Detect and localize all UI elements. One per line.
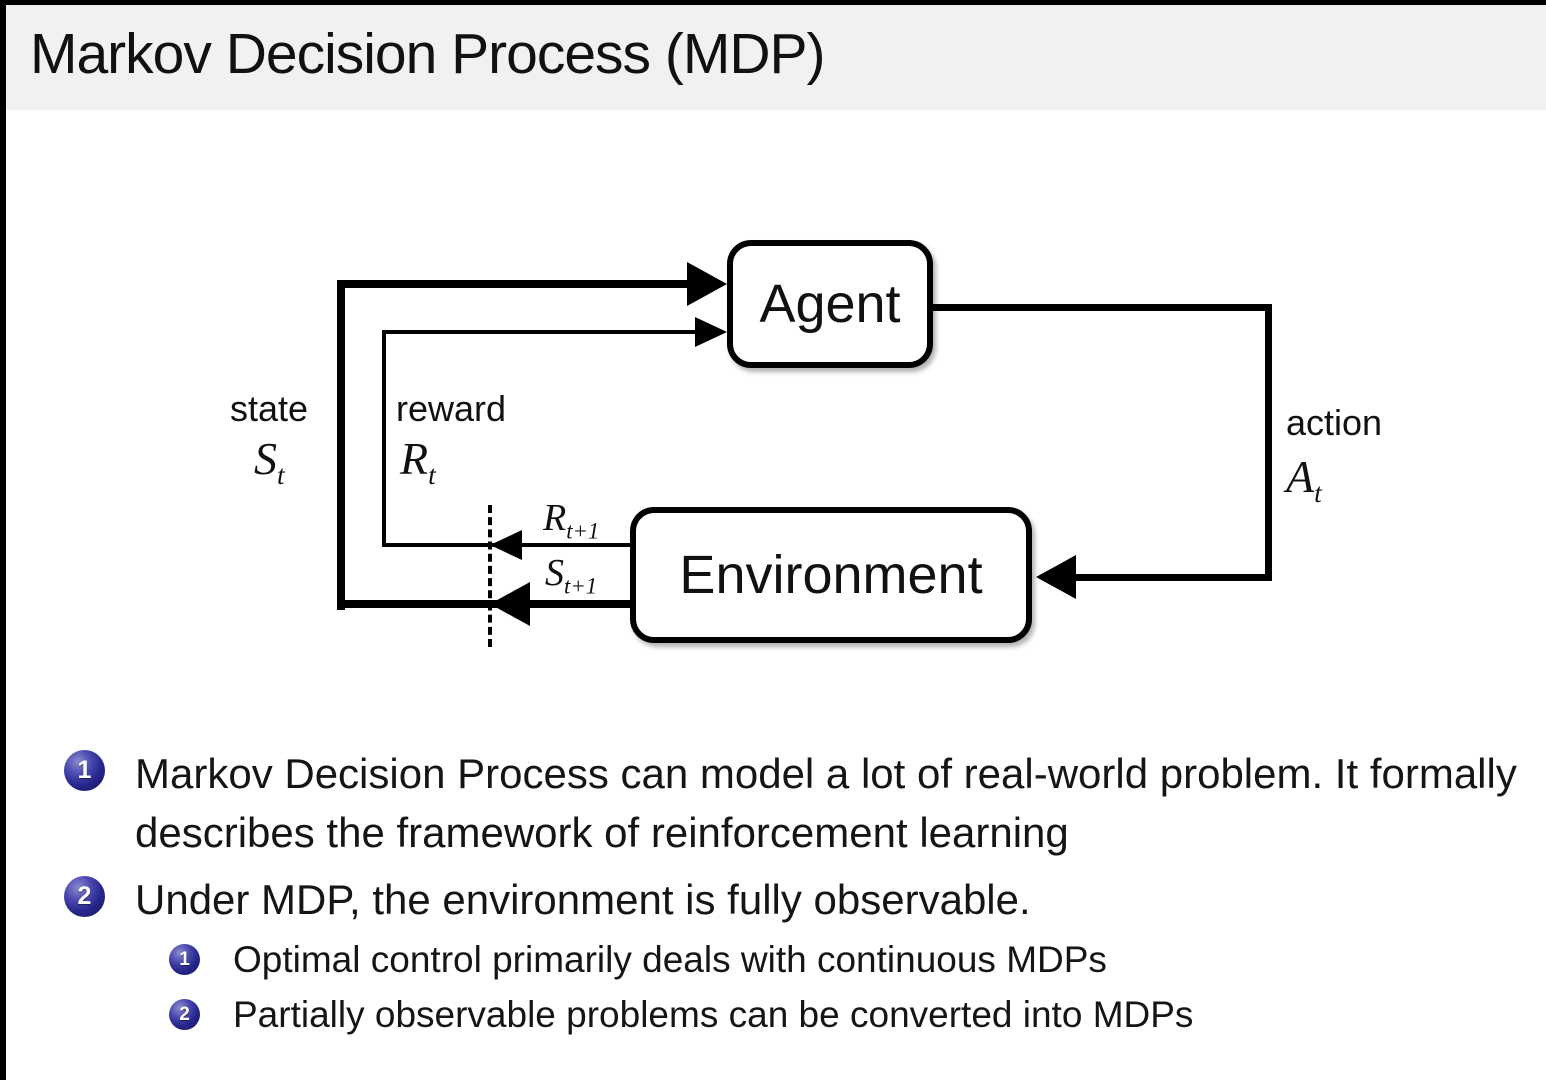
action-line-top bbox=[930, 304, 1272, 311]
action-line-vertical bbox=[1265, 304, 1272, 581]
state-next-symbol: St+1 bbox=[545, 552, 598, 599]
sub-bullet-1-text: Optimal control primarily deals with con… bbox=[233, 939, 1107, 980]
left-border bbox=[0, 0, 6, 1080]
action-line-bottom bbox=[1074, 574, 1269, 581]
state-symbol: St bbox=[254, 433, 285, 491]
agent-label: Agent bbox=[759, 274, 901, 334]
page-title: Markov Decision Process (MDP) bbox=[30, 22, 825, 86]
reward-arrowhead-into-agent bbox=[695, 317, 727, 347]
top-border bbox=[0, 0, 1546, 5]
reward-next-arrowhead bbox=[490, 530, 522, 560]
reward-line-top bbox=[382, 330, 697, 334]
state-line-vertical bbox=[337, 280, 345, 610]
time-step-dashed-line bbox=[488, 505, 492, 647]
sub-bullet-1-ball: 1 bbox=[169, 944, 200, 975]
environment-label: Environment bbox=[679, 545, 983, 605]
reward-line-vertical bbox=[382, 330, 386, 546]
bullet-1-text: Markov Decision Process can model a lot … bbox=[135, 750, 1517, 856]
action-symbol: At bbox=[1286, 451, 1322, 509]
agent-box: Agent bbox=[727, 240, 933, 368]
reward-word-label: reward bbox=[396, 388, 507, 429]
sub-bullet-2-text: Partially observable problems can be con… bbox=[233, 994, 1194, 1035]
title-bar: Markov Decision Process (MDP) bbox=[6, 5, 1546, 110]
state-line-bottom bbox=[337, 600, 633, 608]
state-line-top bbox=[337, 280, 689, 288]
bullet-2-text: Under MDP, the environment is fully obse… bbox=[135, 876, 1031, 923]
environment-box: Environment bbox=[630, 507, 1032, 643]
state-next-arrowhead bbox=[490, 582, 530, 626]
action-arrowhead-into-environment bbox=[1036, 555, 1076, 599]
bullet-2-ball: 2 bbox=[64, 876, 105, 917]
sub-bullet-2-ball: 2 bbox=[169, 999, 200, 1030]
bullet-1-ball: 1 bbox=[64, 750, 105, 791]
reward-symbol: Rt bbox=[400, 433, 436, 491]
state-arrowhead-into-agent bbox=[687, 262, 727, 306]
action-word-label: action bbox=[1286, 402, 1383, 443]
reward-next-symbol: Rt+1 bbox=[543, 497, 600, 544]
state-word-label: state bbox=[230, 388, 309, 429]
